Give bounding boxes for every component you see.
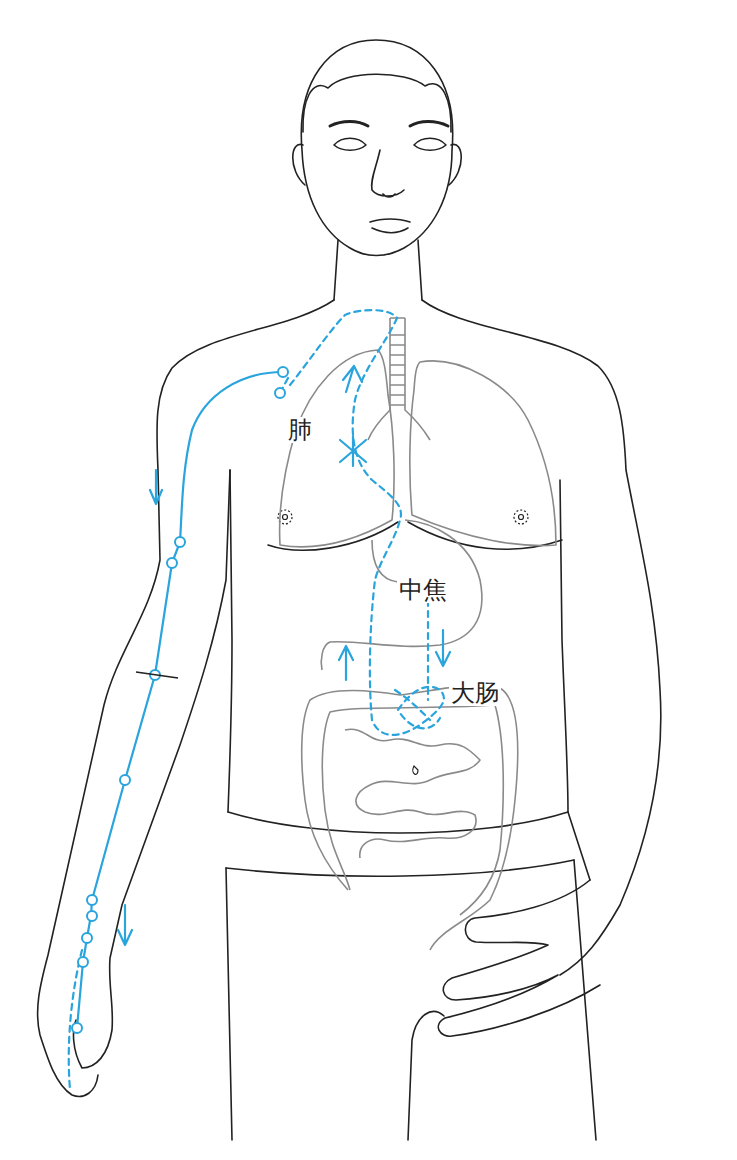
colon (302, 686, 518, 950)
organ-label: 肺 (286, 417, 314, 443)
organ-label: 大肠 (449, 680, 501, 706)
acupoint (82, 933, 92, 943)
neck (334, 240, 422, 300)
nipple (283, 515, 288, 520)
mouth (370, 219, 410, 233)
nipple (514, 510, 528, 524)
acupoint (175, 537, 185, 547)
lung-right (410, 361, 556, 546)
acupoint (72, 1023, 82, 1033)
acupoint (87, 895, 97, 905)
nipple (519, 515, 524, 520)
legs-outline (226, 860, 596, 1140)
left-arm-outline (38, 300, 334, 1096)
hair-line (303, 74, 451, 132)
trachea (368, 318, 430, 440)
meridian-line (77, 372, 283, 1028)
eye (334, 138, 446, 150)
trachea-rings (390, 335, 405, 405)
nose (372, 150, 404, 197)
waist-band (226, 812, 574, 876)
right-hand (438, 880, 600, 1036)
acupoint (278, 367, 288, 377)
eyebrow (330, 122, 448, 127)
acupoint (120, 775, 130, 785)
meridian-hidden-branch (69, 310, 444, 1090)
head-outline (301, 40, 452, 256)
lung-left (280, 350, 394, 547)
flow-arrow (118, 366, 450, 945)
elbow-crease (136, 672, 178, 678)
navel (413, 766, 418, 774)
lung-mark (340, 436, 366, 466)
acupoint (78, 957, 88, 967)
acupoint (167, 558, 177, 568)
organ-label: 中焦 (397, 577, 449, 603)
acupoint (275, 388, 285, 398)
acupoint (87, 911, 97, 921)
small-intestine (345, 729, 480, 858)
